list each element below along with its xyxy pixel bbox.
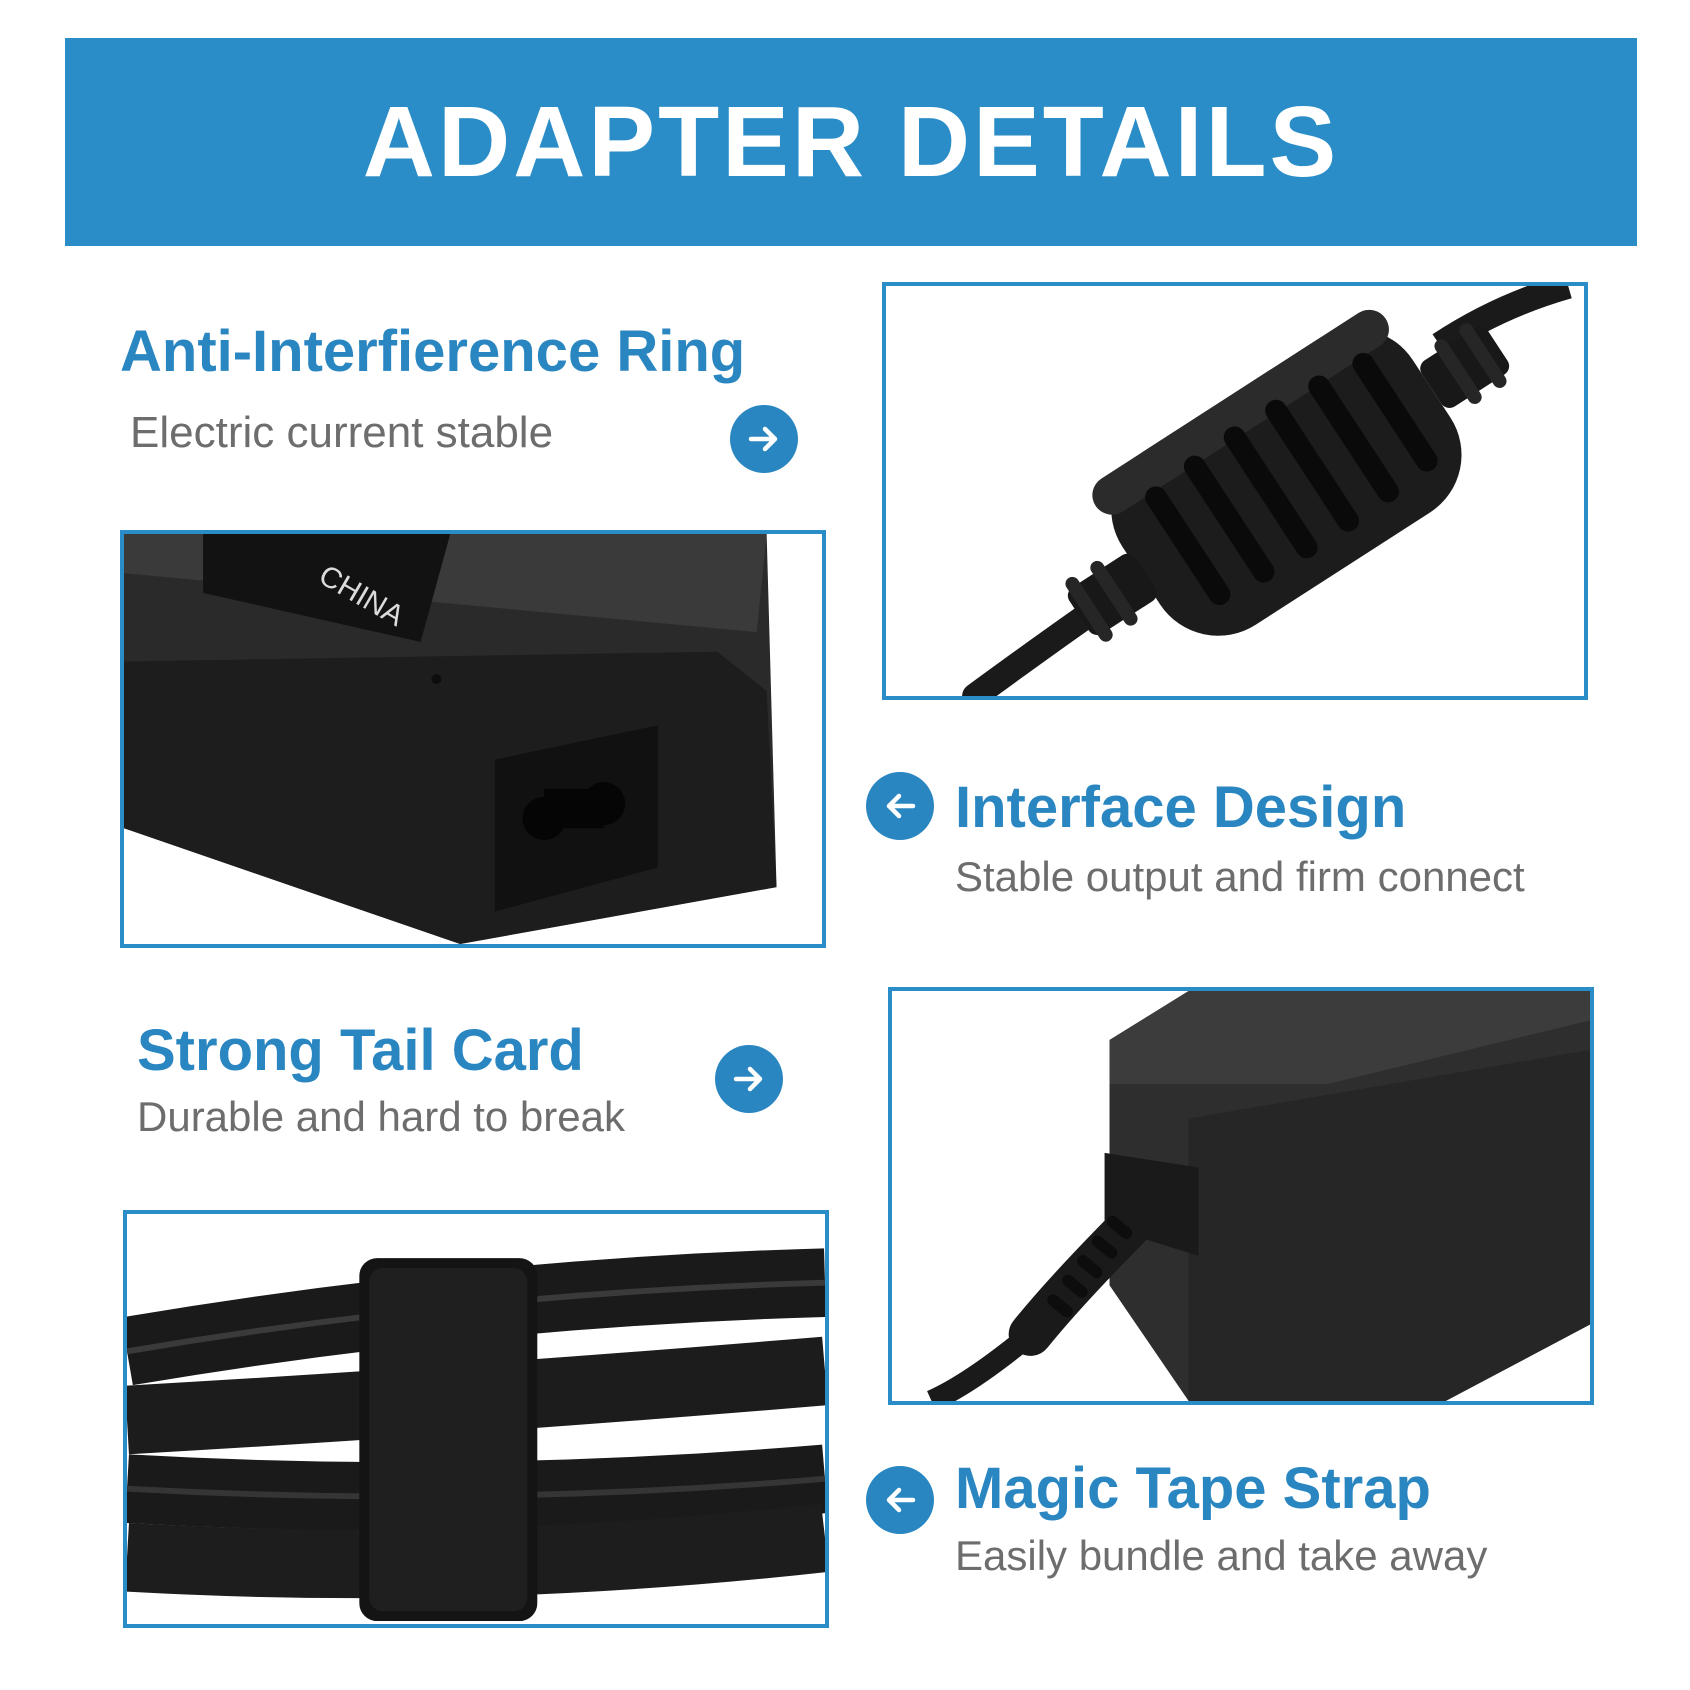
feature-subtitle-interface-design: Stable output and firm connect [955,853,1525,900]
photo-adapter-socket: CHINA [120,530,826,948]
photo-adapter-cable-exit [888,987,1594,1405]
arrow-right-icon [715,1045,783,1113]
feature-subtitle-anti-interference: Electric current stable [130,408,554,457]
feature-subtitle-strong-tail-card: Durable and hard to break [137,1093,625,1140]
page-title: ADAPTER DETAILS [362,85,1340,198]
arrow-right-icon [730,405,798,473]
arrow-left-icon [866,1466,934,1534]
feature-title-magic-tape-strap: Magic Tape Strap [955,1456,1431,1521]
feature-subtitle-magic-tape-strap: Easily bundle and take away [955,1532,1488,1579]
photo-cable-strap [123,1210,829,1628]
photo-ferrite-ring [882,282,1588,700]
feature-title-interface-design: Interface Design [955,775,1407,840]
feature-title-strong-tail-card: Strong Tail Card [137,1018,584,1083]
feature-title-anti-interference: Anti-Interfierence Ring [120,319,746,384]
header-banner: ADAPTER DETAILS [65,38,1637,246]
arrow-left-icon [866,772,934,840]
